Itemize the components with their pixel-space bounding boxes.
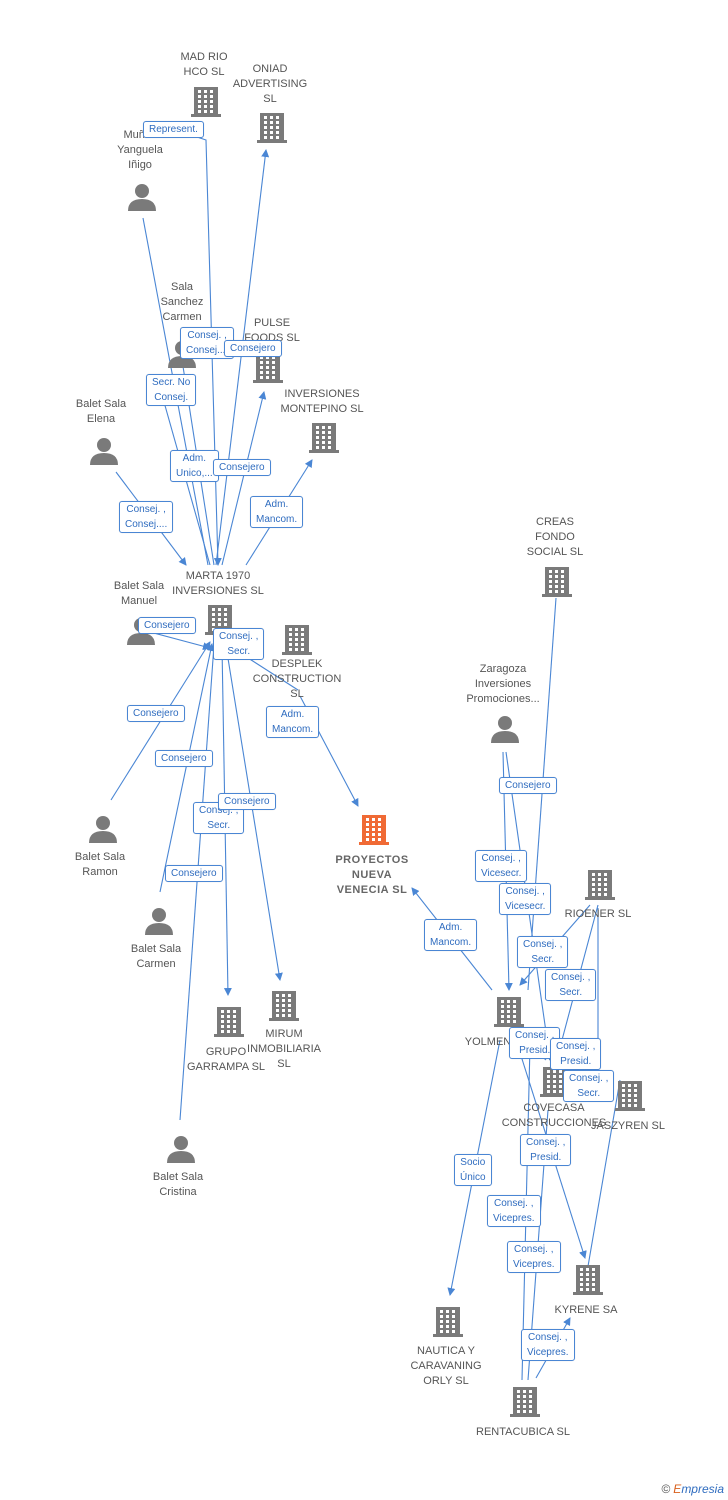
edge-label-e7[interactable]: Adm. Mancom. <box>250 496 304 528</box>
brand-letter: E <box>673 1482 682 1496</box>
node-label-nautica[interactable]: NAUTICA Y CARAVANING ORLY SL <box>410 1345 482 1387</box>
company-icon[interactable] <box>214 1007 244 1037</box>
edge-label-e21[interactable]: Consej. , Secr. <box>517 936 569 968</box>
node-label-manuel[interactable]: Balet Sala Manuel <box>113 580 165 607</box>
node-label-oniad[interactable]: ONIAD ADVERTISING SL <box>232 63 308 105</box>
edge-label-e19[interactable]: Consej. , Vicesecr. <box>499 883 552 915</box>
edge-label-e28[interactable]: Consej. , Vicepres. <box>487 1195 541 1227</box>
edge-label-e10[interactable]: Consej. , Secr. <box>213 628 265 660</box>
edge-line-e17 <box>527 597 557 991</box>
edge-label-e13[interactable]: Consejero <box>155 750 213 767</box>
node-label-jaszyren[interactable]: JASZYREN SL <box>591 1120 665 1132</box>
edge-label-e30[interactable]: Consej. , Vicepres. <box>521 1329 575 1361</box>
node-label-desplek[interactable]: DESPLEK CONSTRUCTION SL <box>252 658 342 700</box>
node-label-rioener[interactable]: RIOENER SL <box>564 908 632 920</box>
company-icon[interactable] <box>433 1307 463 1337</box>
node-label-madrio[interactable]: MAD RIO HCO SL <box>180 51 228 78</box>
node-label-munoz[interactable]: Muñoz Yanguela Iñigo <box>117 129 163 171</box>
company-icon[interactable] <box>494 997 524 1027</box>
edge-label-e29[interactable]: Consej. , Vicepres. <box>507 1241 561 1273</box>
person-icon[interactable] <box>491 716 519 743</box>
edge-line-e6 <box>221 391 267 566</box>
edge-line-e25 <box>583 1079 621 1279</box>
edge-label-e5[interactable]: Adm. Unico,... <box>170 450 219 482</box>
company-icon[interactable] <box>309 423 339 453</box>
edge-label-e11[interactable]: Adm. Mancom. <box>266 706 320 738</box>
copyright-symbol: © <box>661 1482 671 1496</box>
node-label-covecasa[interactable]: COVECASA CONSTRUCCIONES <box>501 1102 607 1129</box>
node-label-zaragoza[interactable]: Zaragoza Inversiones Promociones... <box>466 663 540 705</box>
person-icon[interactable] <box>145 908 173 935</box>
person-icon[interactable] <box>128 184 156 211</box>
edge-label-e1[interactable]: Represent. <box>143 121 204 138</box>
edge-line-e5 <box>215 149 270 566</box>
company-icon[interactable] <box>510 1387 540 1417</box>
company-icon[interactable] <box>585 870 615 900</box>
edge-label-e24[interactable]: Consej. , Presid. <box>550 1038 602 1070</box>
company-icon[interactable] <box>253 353 283 383</box>
person-icon[interactable] <box>89 816 117 843</box>
edge-label-e4[interactable]: Secr. No Consej. <box>146 374 197 406</box>
edge-label-e22[interactable]: Consej. , Secr. <box>545 969 597 1001</box>
node-label-marta[interactable]: MARTA 1970 INVERSIONES SL <box>172 570 264 597</box>
company-icon[interactable] <box>282 625 312 655</box>
edge-label-e17[interactable]: Consejero <box>499 777 557 794</box>
person-icon[interactable] <box>90 438 118 465</box>
node-label-ramon[interactable]: Balet Sala Ramon <box>74 851 126 878</box>
edge-line-e16 <box>225 645 283 981</box>
nodes-layer <box>89 87 645 1417</box>
company-icon[interactable] <box>269 991 299 1021</box>
brand-name: mpresia <box>681 1482 724 1496</box>
edge-line-e14 <box>179 644 215 1121</box>
focus-company-icon[interactable] <box>359 815 389 845</box>
edge-label-e12[interactable]: Consejero <box>127 705 185 722</box>
node-label-yolmen[interactable]: YOLMEN <box>464 1036 512 1048</box>
edge-label-e20[interactable]: Adm. Mancom. <box>424 919 478 951</box>
person-icon[interactable] <box>167 1136 195 1163</box>
node-label-rentacubica[interactable]: RENTACUBICA SL <box>476 1426 570 1438</box>
node-label-proyectos[interactable]: PROYECTOS NUEVA VENECIA SL <box>335 854 409 896</box>
node-label-sala[interactable]: Sala Sanchez Carmen <box>160 281 204 323</box>
edge-label-e27[interactable]: Consej. , Presid. <box>520 1134 572 1166</box>
node-label-carmen[interactable]: Balet Sala Carmen <box>130 943 182 970</box>
edge-line-e9 <box>149 631 211 651</box>
company-icon[interactable] <box>542 567 572 597</box>
edge-label-e25[interactable]: Consej. , Secr. <box>563 1070 615 1102</box>
edge-line-e13 <box>159 643 215 893</box>
edge-line-e4 <box>163 401 211 566</box>
node-label-mirum[interactable]: MIRUM INMOBILIARIA SL <box>247 1028 321 1070</box>
company-icon[interactable] <box>257 113 287 143</box>
node-label-montepino[interactable]: INVERSIONES MONTEPINO SL <box>280 388 364 415</box>
edge-label-e6[interactable]: Consejero <box>213 459 271 476</box>
node-label-creas[interactable]: CREAS FONDO SOCIAL SL <box>526 516 584 558</box>
edge-label-e26[interactable]: Socio Único <box>454 1154 492 1186</box>
node-label-grupo[interactable]: GRUPO GARRAMPA SL <box>186 1046 266 1073</box>
node-label-elena[interactable]: Balet Sala Elena <box>75 398 127 425</box>
company-icon[interactable] <box>615 1081 645 1111</box>
edge-label-e3[interactable]: Consejero <box>224 340 282 357</box>
node-label-cristina[interactable]: Balet Sala Cristina <box>152 1171 204 1198</box>
footer-brand[interactable]: ©Empresia <box>661 1482 724 1496</box>
edge-label-e9[interactable]: Consejero <box>138 617 196 634</box>
edge-label-e16[interactable]: Consejero <box>165 865 223 882</box>
edge-label-e8[interactable]: Consej. , Consej.... <box>119 501 174 533</box>
company-icon[interactable] <box>573 1265 603 1295</box>
node-label-kyrene[interactable]: KYRENE SA <box>554 1304 618 1316</box>
company-icon[interactable] <box>191 87 221 117</box>
edge-label-e15[interactable]: Consejero <box>218 793 276 810</box>
edge-label-e18[interactable]: Consej. , Vicesecr. <box>475 850 528 882</box>
